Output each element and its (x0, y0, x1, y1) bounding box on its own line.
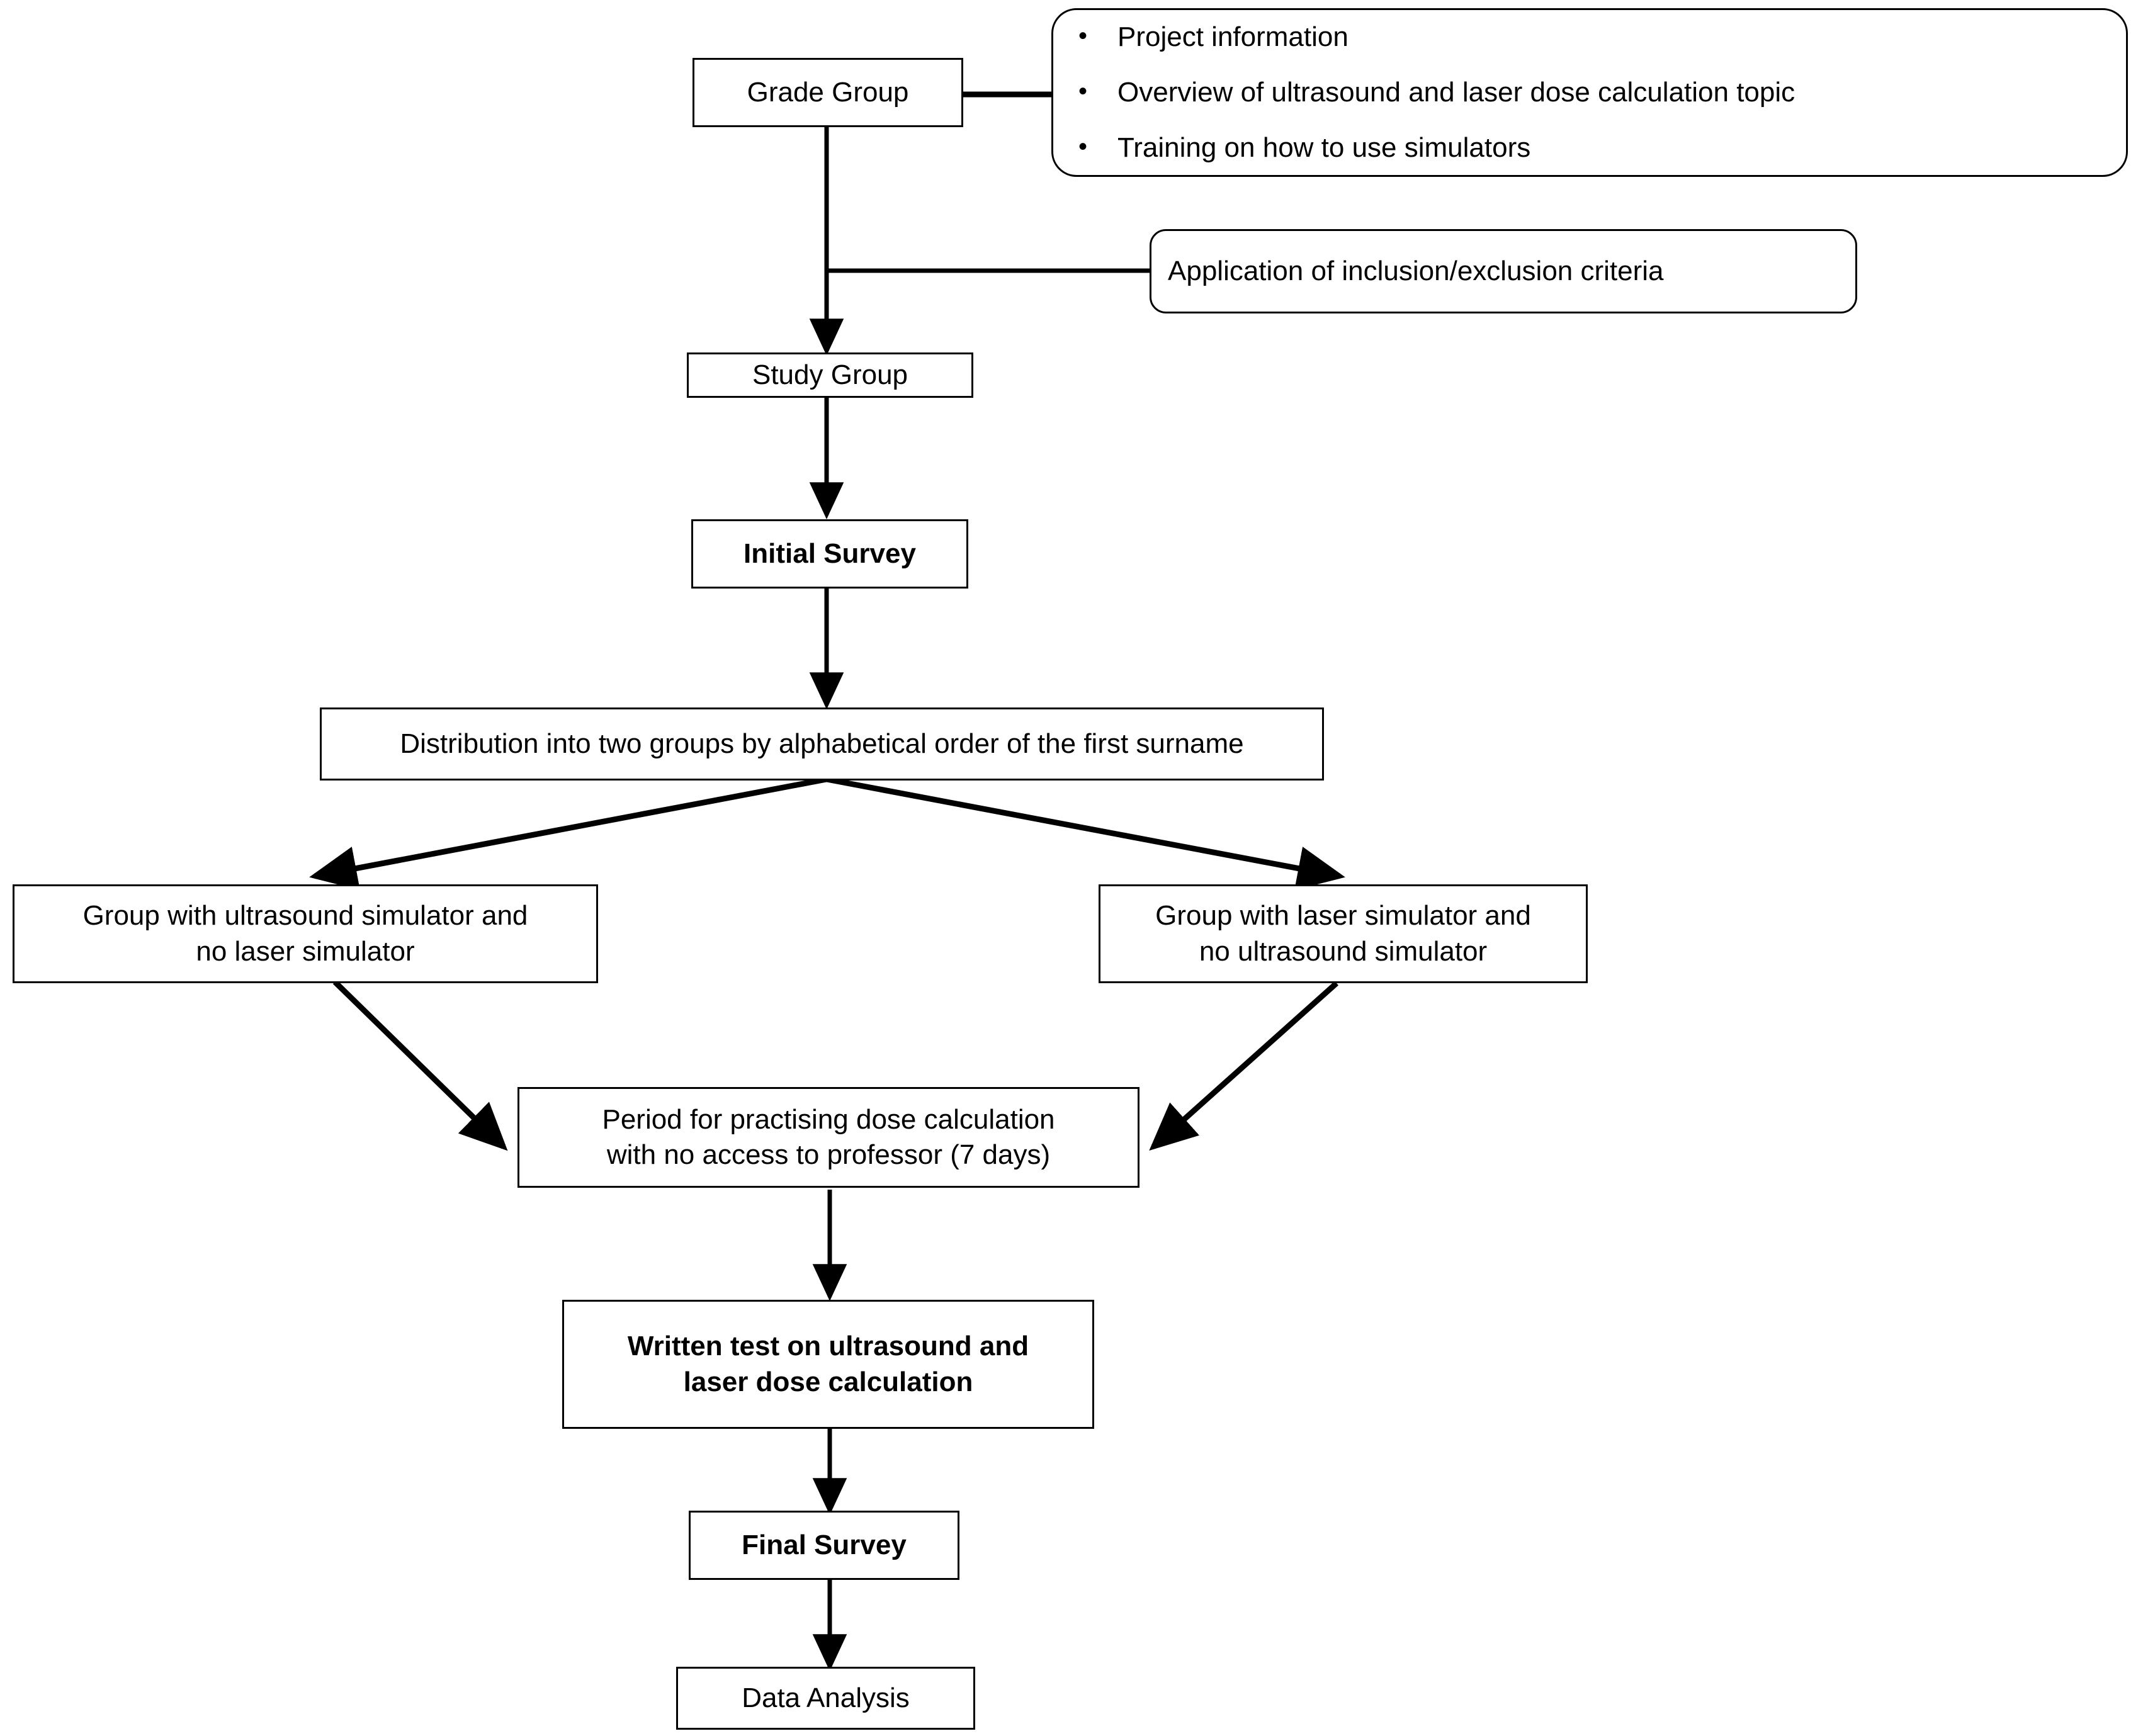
node-written-test-line1: Written test on ultrasound and (627, 1331, 1029, 1362)
node-distribution-label: Distribution into two groups by alphabet… (400, 728, 1244, 759)
bullet-icon: • (1078, 77, 1088, 105)
node-study-group-label: Study Group (752, 359, 908, 390)
node-practice-period[interactable]: Period for practising dose calculation w… (517, 1087, 1139, 1188)
node-group-laser[interactable]: Group with laser simulator and no ultras… (1099, 884, 1588, 983)
node-group-ultrasound-line1: Group with ultrasound simulator and (82, 900, 528, 932)
bullet-text: Project information (1117, 21, 1349, 52)
node-written-test-line2: laser dose calculation (683, 1366, 973, 1397)
node-group-ultrasound[interactable]: Group with ultrasound simulator and no l… (13, 884, 598, 983)
node-study-group[interactable]: Study Group (687, 352, 973, 398)
bullet-icon: • (1078, 133, 1088, 161)
info-bullet-list: • Project information • Overview of ultr… (1070, 23, 2110, 162)
node-final-survey-label: Final Survey (742, 1529, 907, 1560)
node-written-test[interactable]: Written test on ultrasound and laser dos… (562, 1300, 1094, 1429)
bullet-text: Overview of ultrasound and laser dose ca… (1117, 77, 1795, 108)
list-item: • Training on how to use simulators (1078, 134, 2110, 162)
node-criteria-box[interactable]: Application of inclusion/exclusion crite… (1150, 229, 1857, 313)
bullet-icon: • (1078, 22, 1088, 50)
node-final-survey[interactable]: Final Survey (689, 1511, 959, 1580)
connector-distribution-to-group-laser (826, 776, 1345, 891)
list-item: • Project information (1078, 23, 2110, 51)
node-info-box[interactable]: • Project information • Overview of ultr… (1051, 8, 2128, 177)
list-item: • Overview of ultrasound and laser dose … (1078, 79, 2110, 106)
node-practice-period-line1: Period for practising dose calculation (602, 1103, 1055, 1135)
connector-distribution-to-group-ultrasound (309, 776, 827, 891)
connector-group-ultrasound-to-practice (332, 979, 508, 1151)
node-group-laser-line1: Group with laser simulator and (1155, 900, 1531, 932)
node-grade-group[interactable]: Grade Group (693, 58, 963, 127)
node-initial-survey-label: Initial Survey (744, 538, 916, 569)
node-group-ultrasound-line2: no laser simulator (196, 935, 415, 967)
node-initial-survey[interactable]: Initial Survey (691, 519, 968, 589)
bullet-text: Training on how to use simulators (1117, 132, 1531, 163)
node-criteria-box-label: Application of inclusion/exclusion crite… (1168, 255, 1664, 286)
node-grade-group-label: Grade Group (747, 76, 909, 108)
node-practice-period-line2: with no access to professor (7 days) (606, 1139, 1051, 1170)
node-group-laser-line2: no ultrasound simulator (1199, 935, 1488, 967)
node-data-analysis-label: Data Analysis (742, 1682, 910, 1713)
node-data-analysis[interactable]: Data Analysis (676, 1667, 975, 1730)
node-distribution[interactable]: Distribution into two groups by alphabet… (320, 707, 1324, 781)
connector-group-laser-to-practice (1149, 981, 1338, 1151)
